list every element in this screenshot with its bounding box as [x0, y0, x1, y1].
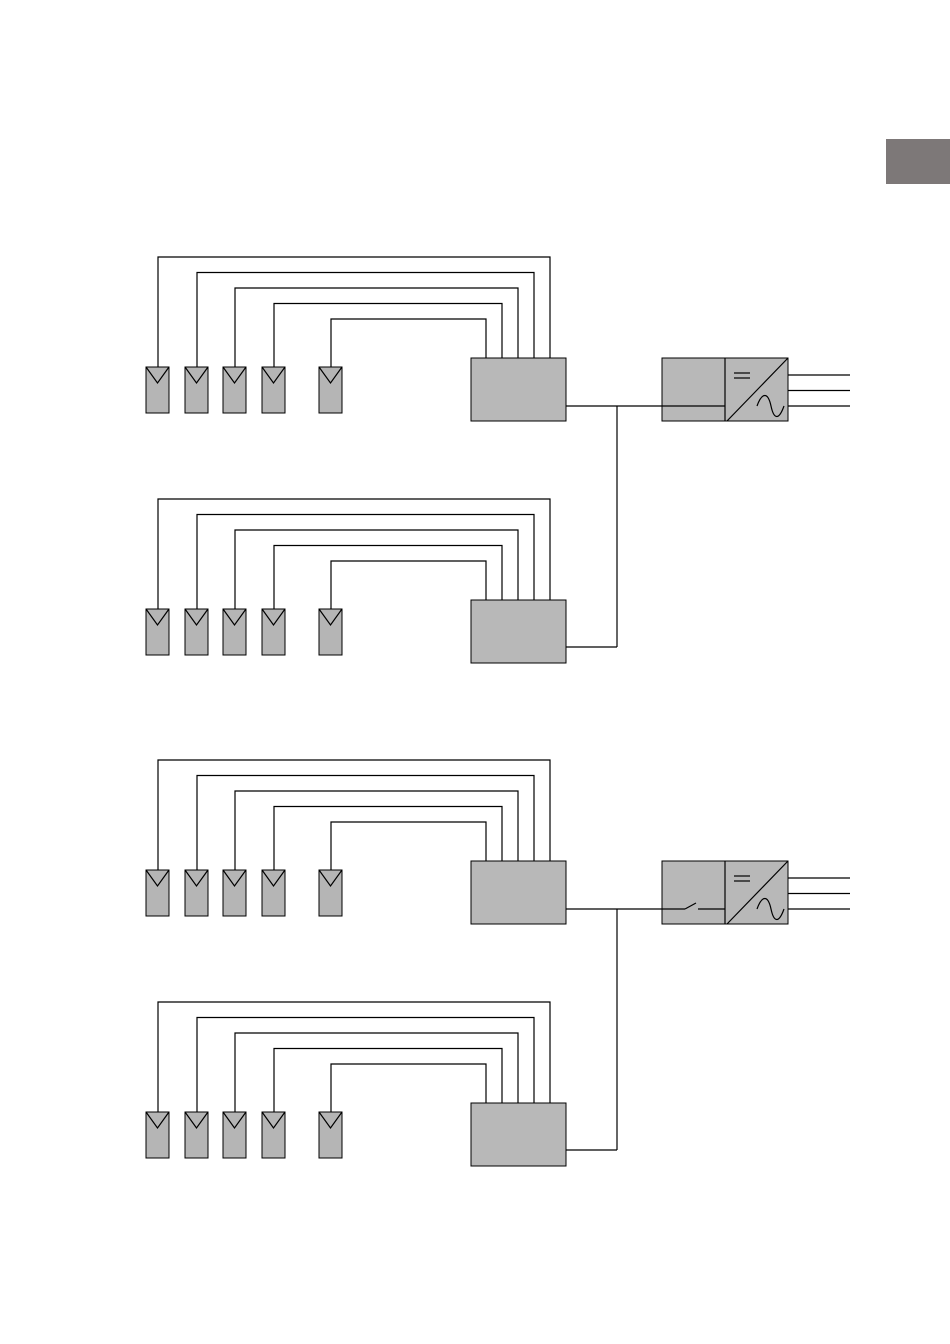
string-wire [158, 1002, 550, 1113]
string-wire [158, 499, 550, 610]
pv-module-body [223, 609, 246, 655]
string-wire [235, 530, 518, 610]
string-wire [274, 546, 502, 611]
pv-module-body [319, 870, 342, 916]
pv-module-body [223, 367, 246, 413]
inverter [566, 861, 850, 924]
pv-module-body [262, 367, 285, 413]
pv-module-body [146, 609, 169, 655]
pv-module-body [319, 609, 342, 655]
pv-module [223, 1112, 246, 1158]
pv-string-group [146, 760, 566, 924]
pv-module [146, 367, 169, 413]
pv-module-body [146, 1112, 169, 1158]
pv-string-group [146, 257, 566, 421]
string-wire [331, 822, 486, 871]
pv-module [262, 870, 285, 916]
pv-module [262, 1112, 285, 1158]
pv-module-body [185, 1112, 208, 1158]
pv-module [185, 1112, 208, 1158]
pv-module [319, 870, 342, 916]
string-wire [158, 760, 550, 871]
string-wire [197, 776, 534, 872]
pv-module [319, 1112, 342, 1158]
string-wire [274, 1049, 502, 1114]
string-wire [331, 561, 486, 610]
string-wire [274, 304, 502, 369]
diagram-lower [146, 760, 850, 1166]
pv-module-body [262, 609, 285, 655]
string-wire [197, 273, 534, 369]
pv-string-group [146, 1002, 566, 1166]
pv-module [262, 609, 285, 655]
pv-module-body [262, 870, 285, 916]
combiner-box [471, 600, 566, 663]
pv-module-body [146, 367, 169, 413]
pv-module [185, 870, 208, 916]
pv-module-body [146, 870, 169, 916]
string-wire [197, 1018, 534, 1114]
pv-module [223, 609, 246, 655]
combiner-box [471, 1103, 566, 1166]
pv-module [223, 870, 246, 916]
pv-module [262, 367, 285, 413]
string-wire [158, 257, 550, 368]
pv-module-body [185, 367, 208, 413]
pv-module [319, 609, 342, 655]
pv-module [146, 1112, 169, 1158]
pv-module-body [319, 367, 342, 413]
string-wire [197, 515, 534, 611]
string-wire [274, 807, 502, 872]
inverter [566, 358, 850, 421]
pv-module-body [185, 870, 208, 916]
string-wire [235, 791, 518, 871]
string-wire [331, 319, 486, 368]
pv-module-body [262, 1112, 285, 1158]
pv-module [146, 609, 169, 655]
string-wire [331, 1064, 486, 1113]
pv-module-body [223, 870, 246, 916]
combiner-box [471, 358, 566, 421]
pv-module [185, 367, 208, 413]
pv-module [146, 870, 169, 916]
pv-module-body [185, 609, 208, 655]
string-wire [235, 1033, 518, 1113]
diagram-upper [146, 257, 850, 663]
pv-string-group [146, 499, 566, 663]
pv-module [185, 609, 208, 655]
pv-module-body [223, 1112, 246, 1158]
pv-module [319, 367, 342, 413]
string-wire [235, 288, 518, 368]
pv-module-body [319, 1112, 342, 1158]
combiner-box [471, 861, 566, 924]
pv-module [223, 367, 246, 413]
